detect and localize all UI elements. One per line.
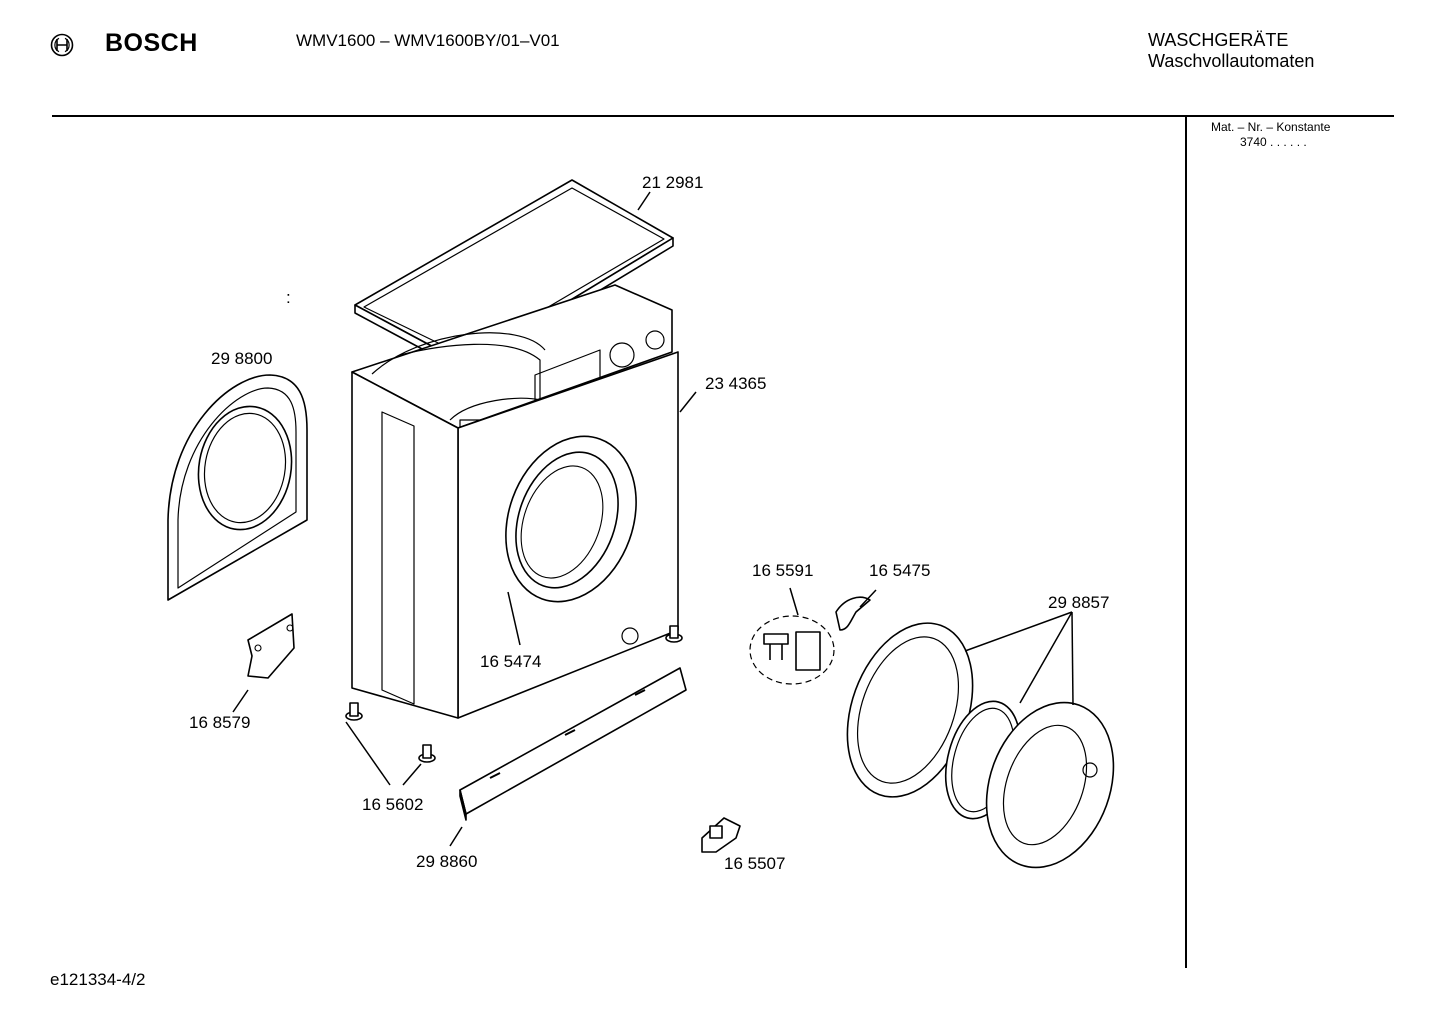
door-lock-part xyxy=(749,615,835,685)
category-title: WASCHGERÄTE xyxy=(1148,30,1289,50)
part-label: 16 5507 xyxy=(724,854,785,873)
cabinet-part xyxy=(351,284,679,719)
part-label: 16 5474 xyxy=(480,652,541,671)
mat-number-label: Mat. – Nr. – Konstante xyxy=(1211,120,1331,134)
part-label: 23 4365 xyxy=(705,374,766,393)
part-label: 16 5591 xyxy=(752,561,813,580)
category-subtitle: Waschvollautomaten xyxy=(1148,51,1315,71)
header-divider xyxy=(52,115,1394,117)
document-id: e121334-4/2 xyxy=(50,970,146,989)
plinth-part xyxy=(459,667,687,821)
model-number: WMV1600 – WMV1600BY/01–V01 xyxy=(296,31,560,50)
part-label: 16 8579 xyxy=(189,713,250,732)
exploded-parts-diagram: 21 2981 29 8800 23 4365 16 5474 16 5591 … xyxy=(167,173,1115,873)
bracket-part xyxy=(247,613,295,679)
mat-number-value: 3740 . . . . . . xyxy=(1240,135,1307,149)
door-assembly-part xyxy=(846,622,1115,869)
part-label: 16 5602 xyxy=(362,795,423,814)
door-seal-part xyxy=(167,374,308,601)
stray-mark: : xyxy=(286,288,291,307)
foot-part xyxy=(345,625,683,763)
part-label: 29 8860 xyxy=(416,852,477,871)
part-label: 16 5475 xyxy=(869,561,930,580)
bosch-logo-icon xyxy=(50,33,74,57)
brand-name: BOSCH xyxy=(105,29,198,57)
leader-lines xyxy=(232,191,1074,847)
part-label: 29 8800 xyxy=(211,349,272,368)
side-panel-divider xyxy=(1185,116,1187,968)
part-label: 29 8857 xyxy=(1048,593,1109,612)
filter-cover-part xyxy=(701,817,741,853)
part-label: 21 2981 xyxy=(642,173,703,192)
